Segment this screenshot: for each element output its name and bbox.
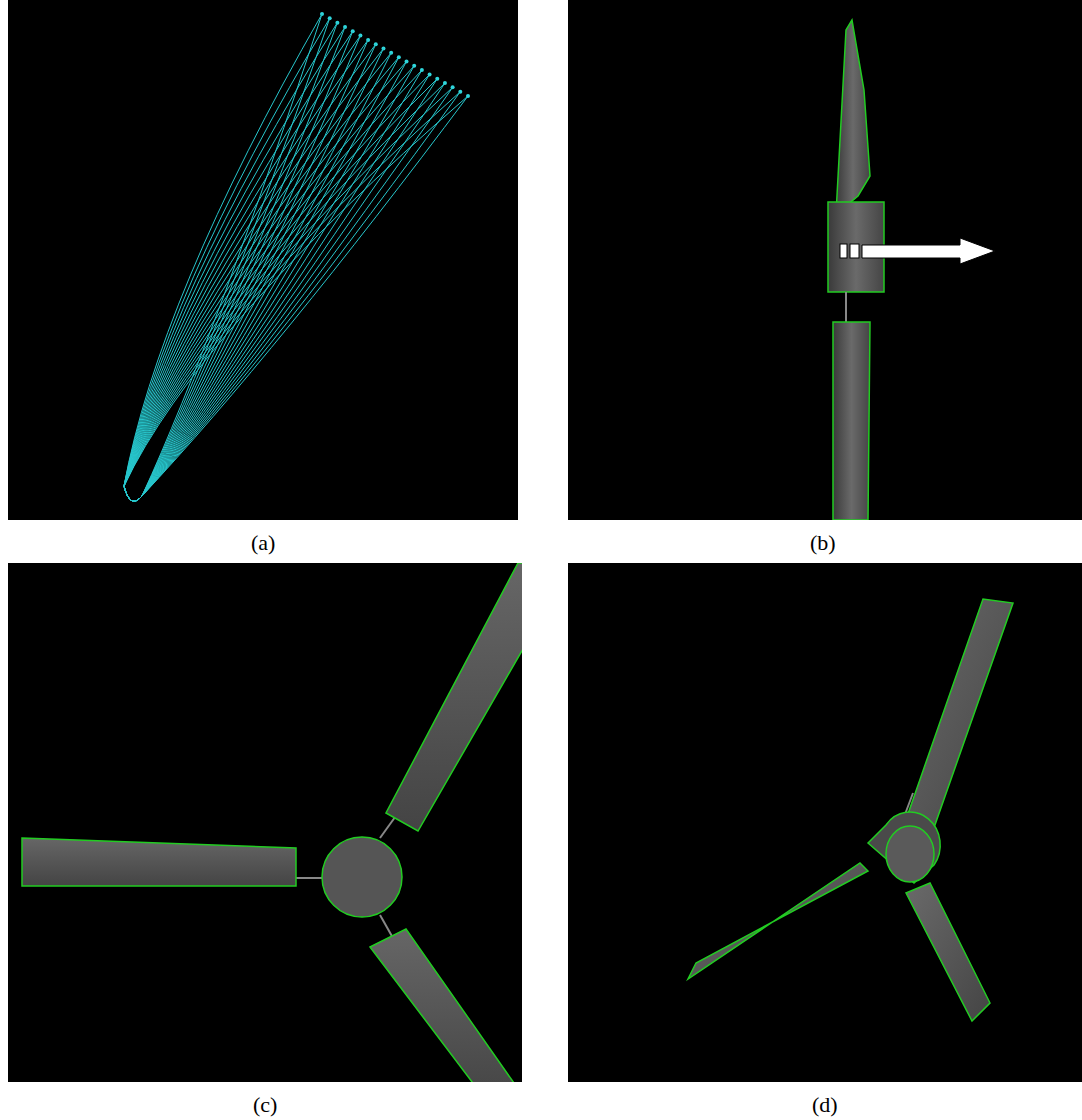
wire-line (124, 14, 468, 501)
wire-line (124, 23, 453, 502)
wire-point (420, 68, 424, 72)
panel-label: (b) (810, 530, 836, 556)
wire-line (124, 40, 422, 501)
panel-label: (d) (812, 1092, 838, 1118)
wire-line (124, 23, 453, 502)
wire-point (451, 85, 455, 89)
wireframe-panel (8, 0, 518, 520)
wire-point (397, 55, 401, 59)
blade-wireframe (8, 0, 518, 520)
panel-label: (a) (251, 530, 275, 556)
turbine-perspective-view (568, 563, 1082, 1082)
wire-point (351, 29, 355, 33)
wire-point (466, 94, 470, 98)
wire-line (124, 44, 414, 501)
panel-label: (c) (253, 1092, 277, 1118)
wire-line (124, 18, 460, 501)
wire-point (443, 81, 447, 85)
wire-line (124, 44, 414, 501)
wire-line (124, 49, 407, 502)
wire-point (343, 25, 347, 29)
wire-point (405, 59, 409, 63)
wire-line (124, 40, 422, 501)
turbine-side-view (568, 0, 1082, 520)
turbine-front-view (8, 563, 522, 1082)
wire-point (428, 72, 432, 76)
wire-line (124, 49, 407, 502)
wire-point (435, 77, 439, 81)
side-view-panel (568, 0, 1082, 520)
wire-point (412, 64, 416, 68)
wire-point (458, 90, 462, 94)
perspective-panel (568, 563, 1082, 1082)
wire-line (124, 14, 468, 501)
front-view-panel (8, 563, 522, 1082)
wire-line (124, 18, 460, 501)
